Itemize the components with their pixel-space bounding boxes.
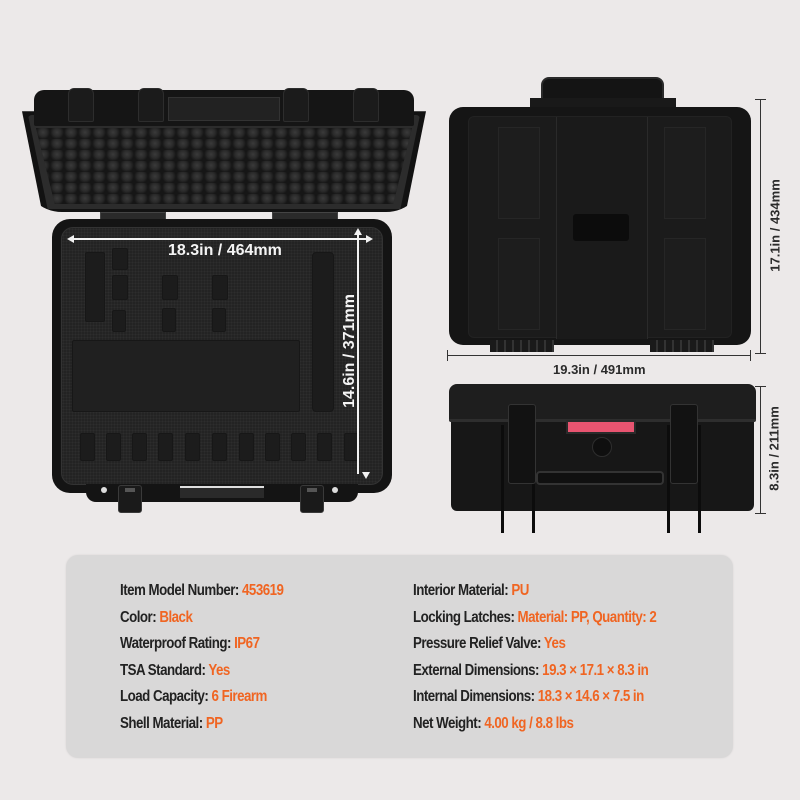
foam-cutout <box>112 310 126 332</box>
latch <box>118 485 142 513</box>
spec-locking-latches: Locking Latches: Material: PP, Quantity:… <box>413 608 657 626</box>
specifications-panel <box>66 555 733 758</box>
foam-cutout <box>212 433 227 461</box>
foam-cutout <box>80 433 95 461</box>
foam-cutout <box>72 340 300 412</box>
lid-latch-keeper <box>353 88 379 122</box>
arrow-left-icon <box>67 235 74 243</box>
shell-rib <box>698 425 701 533</box>
egg-crate-foam <box>36 128 412 204</box>
carry-handle <box>536 471 664 485</box>
lid-handle-recess <box>168 97 280 121</box>
carry-handle <box>541 77 664 99</box>
foam-cutout <box>132 433 147 461</box>
foam-cutout <box>112 248 128 270</box>
foam-cutout <box>158 433 173 461</box>
latch <box>300 485 324 513</box>
label-plate <box>573 214 629 241</box>
interior-width-label: 18.3in / 464mm <box>168 242 282 259</box>
latch <box>670 404 698 484</box>
shell-rib-panel <box>498 127 540 219</box>
shell-rib-panel <box>664 127 706 219</box>
case-foot <box>490 340 554 352</box>
foam-cutout <box>265 433 280 461</box>
foam-cutout <box>239 433 254 461</box>
lid-latch-keeper <box>283 88 309 122</box>
spec-tsa-standard: TSA Standard: Yes <box>120 661 230 679</box>
lid-latch-keeper <box>68 88 94 122</box>
arrow-down-icon <box>362 472 370 479</box>
screw-hole <box>101 487 107 493</box>
spec-color: Color: Black <box>120 608 193 626</box>
height-dimension-line <box>760 99 761 353</box>
shell-rib-panel <box>664 238 706 330</box>
case-foot <box>650 340 714 352</box>
front-height-label: 8.3in / 211mm <box>766 406 782 491</box>
spec-shell-material: Shell Material: PP <box>120 714 223 732</box>
spec-interior-material: Interior Material: PU <box>413 582 529 599</box>
front-handle <box>180 486 264 498</box>
dimension-tick <box>755 386 766 387</box>
lid-latch-keeper <box>138 88 164 122</box>
arrow-up-icon <box>354 228 362 235</box>
spec-waterproof-rating: Waterproof Rating: IP67 <box>120 635 260 653</box>
shell-rib <box>667 425 670 533</box>
screw-hole <box>332 487 338 493</box>
depth-dimension-line <box>357 232 359 474</box>
latch <box>508 404 536 484</box>
specs-left-column: Item Model Number: 453619 Color: Black W… <box>120 578 310 738</box>
red-label-plate <box>566 420 636 434</box>
arrow-right-icon <box>366 235 373 243</box>
spec-external-dimensions: External Dimensions: 19.3 × 17.1 × 8.3 i… <box>413 661 649 679</box>
foam-cutout <box>112 275 128 300</box>
foam-cutout <box>85 252 105 322</box>
foam-cutout <box>317 433 332 461</box>
foam-cutout <box>212 308 226 332</box>
pressure-relief-valve <box>592 437 612 457</box>
foam-cutout <box>312 252 334 412</box>
foam-cutout <box>162 308 176 332</box>
foam-cutout <box>185 433 200 461</box>
spec-internal-dimensions: Internal Dimensions: 18.3 × 14.6 × 7.5 i… <box>413 688 644 706</box>
foam-cutout <box>291 433 306 461</box>
interior-depth-label: 14.6in / 371mm <box>341 294 358 408</box>
dimension-tick <box>750 350 751 361</box>
dimension-tick <box>447 350 448 361</box>
specs-right-column: Interior Material: PU Locking Latches: M… <box>413 578 696 738</box>
shell-rib-panel <box>498 238 540 330</box>
external-height-label: 17.1in / 434mm <box>767 179 783 272</box>
spec-net-weight: Net Weight: 4.00 kg / 8.8 lbs <box>413 714 574 732</box>
external-width-label: 19.3in / 491mm <box>553 362 646 377</box>
width-dimension-line <box>72 238 368 240</box>
shell-rib <box>501 425 504 533</box>
foam-cutout <box>162 275 178 300</box>
foam-cutout <box>212 275 228 300</box>
width-dimension-line <box>447 355 751 356</box>
case-lid <box>449 384 756 422</box>
height-dimension-line <box>760 386 761 514</box>
spec-item-model-number: Item Model Number: 453619 <box>120 582 284 599</box>
dimension-tick <box>755 353 766 354</box>
spec-load-capacity: Load Capacity: 6 Firearm <box>120 688 267 706</box>
dimension-tick <box>755 99 766 100</box>
spec-pressure-relief-valve: Pressure Relief Valve: Yes <box>413 635 566 653</box>
dimension-tick <box>755 513 766 514</box>
foam-cutout <box>106 433 121 461</box>
